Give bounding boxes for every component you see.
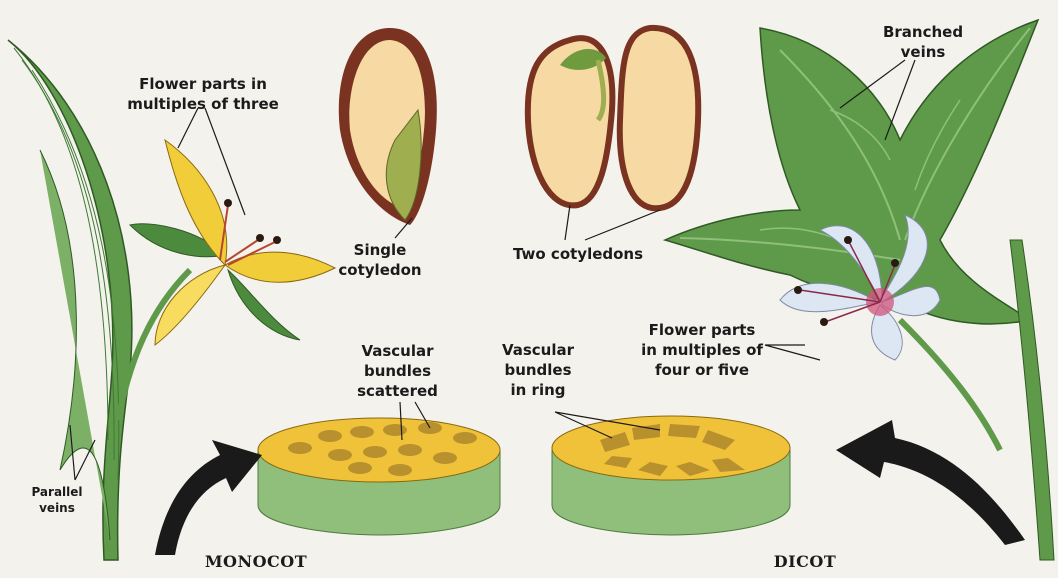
label-vascular-bundles-ring: Vascular bundles in ring: [488, 340, 588, 400]
label-branched-veins: Branched veins: [868, 22, 978, 62]
caption-dicot: DICOT: [765, 552, 845, 572]
dicot-stem-section: [552, 416, 790, 535]
label-two-cotyledons: Two cotyledons: [488, 244, 668, 264]
monocot-flower: [130, 140, 335, 345]
label-parallel-veins: Parallel veins: [22, 484, 92, 516]
label-vascular-bundles-scattered: Vascular bundles scattered: [345, 341, 450, 401]
monocot-seed: [339, 28, 437, 225]
dicot-seed: [528, 28, 698, 208]
label-single-cotyledon: Single cotyledon: [330, 240, 430, 280]
monocot-leaf: [8, 40, 132, 560]
arrow-to-monocot-section: [155, 440, 262, 555]
label-monocot-flower-parts: Flower parts in multiples of three: [108, 74, 298, 114]
label-dicot-flower-parts: Flower parts in multiples of four or fiv…: [632, 320, 772, 380]
monocot-stem-section: [258, 418, 500, 535]
caption-monocot: MONOCOT: [186, 552, 326, 572]
dicot-leaf: [665, 20, 1038, 324]
